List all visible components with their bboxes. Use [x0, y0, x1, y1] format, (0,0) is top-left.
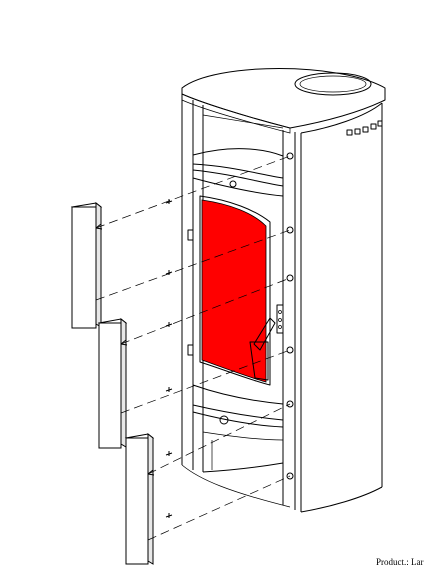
trim-plate-top — [70, 201, 103, 329]
mounting-screws — [286, 152, 294, 480]
door-handle — [249, 304, 284, 381]
product-label: Product.: Lar — [376, 557, 424, 567]
door-glass — [201, 199, 267, 383]
stove-side-panel — [300, 102, 383, 513]
lower-compartment — [192, 404, 284, 473]
stove-door — [192, 177, 284, 405]
upper-compartment — [192, 114, 284, 187]
screw — [286, 274, 294, 282]
trim-plate-middle — [97, 317, 128, 449]
vent-slots — [346, 120, 383, 136]
screw — [286, 152, 294, 160]
screw — [286, 472, 294, 480]
stove-top-lid — [181, 68, 386, 134]
trim-plate-bottom — [124, 432, 155, 565]
screw — [286, 346, 294, 354]
screw — [286, 226, 294, 234]
stove-right-post — [282, 130, 302, 512]
assembly-lines — [95, 155, 291, 541]
screw — [286, 400, 294, 408]
flue-outlet-ring — [294, 72, 372, 96]
